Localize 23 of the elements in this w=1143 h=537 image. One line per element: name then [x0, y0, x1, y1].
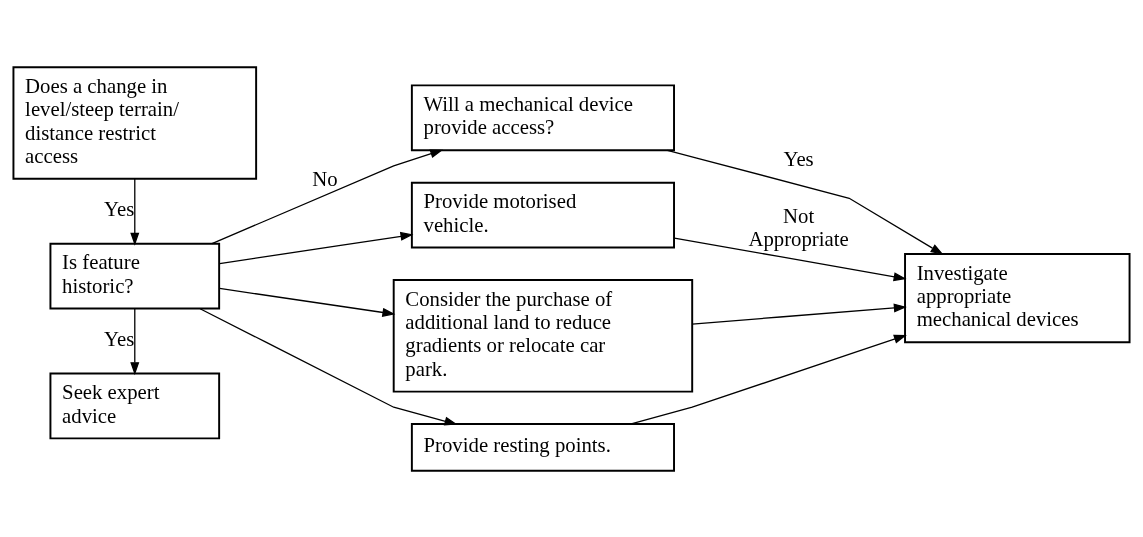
arrow — [673, 236, 907, 281]
arrow — [130, 307, 140, 375]
arrow — [629, 334, 907, 425]
arrow — [199, 307, 458, 426]
node-box: Does a change in level/steep terrain/ distance restrict access — [12, 65, 258, 180]
arrow — [219, 231, 414, 264]
arrow — [211, 148, 444, 244]
node-box: Consider the purchase of additional land to reduce gradients or relocate car park. — [392, 278, 694, 393]
edge-label: Not Appropriate — [748, 204, 849, 250]
arrow — [691, 302, 907, 325]
node-box: Provide motorised vehicle. — [410, 181, 675, 249]
arrow — [219, 287, 396, 317]
edge-label: Yes — [783, 147, 814, 170]
node-box: Investigate appropriate mechanical devices — [904, 252, 1131, 343]
arrow — [130, 177, 140, 246]
edge-label: Yes — [104, 327, 135, 350]
node-box: Seek expert advice — [49, 372, 221, 439]
node-box: Provide resting points. — [410, 422, 675, 472]
node-box: Is feature historic? — [49, 242, 221, 310]
arrow — [666, 149, 944, 255]
edge-label: Yes — [104, 197, 135, 220]
node-box: Will a mechanical device provide access? — [410, 83, 675, 151]
edge-label: No — [312, 167, 338, 190]
